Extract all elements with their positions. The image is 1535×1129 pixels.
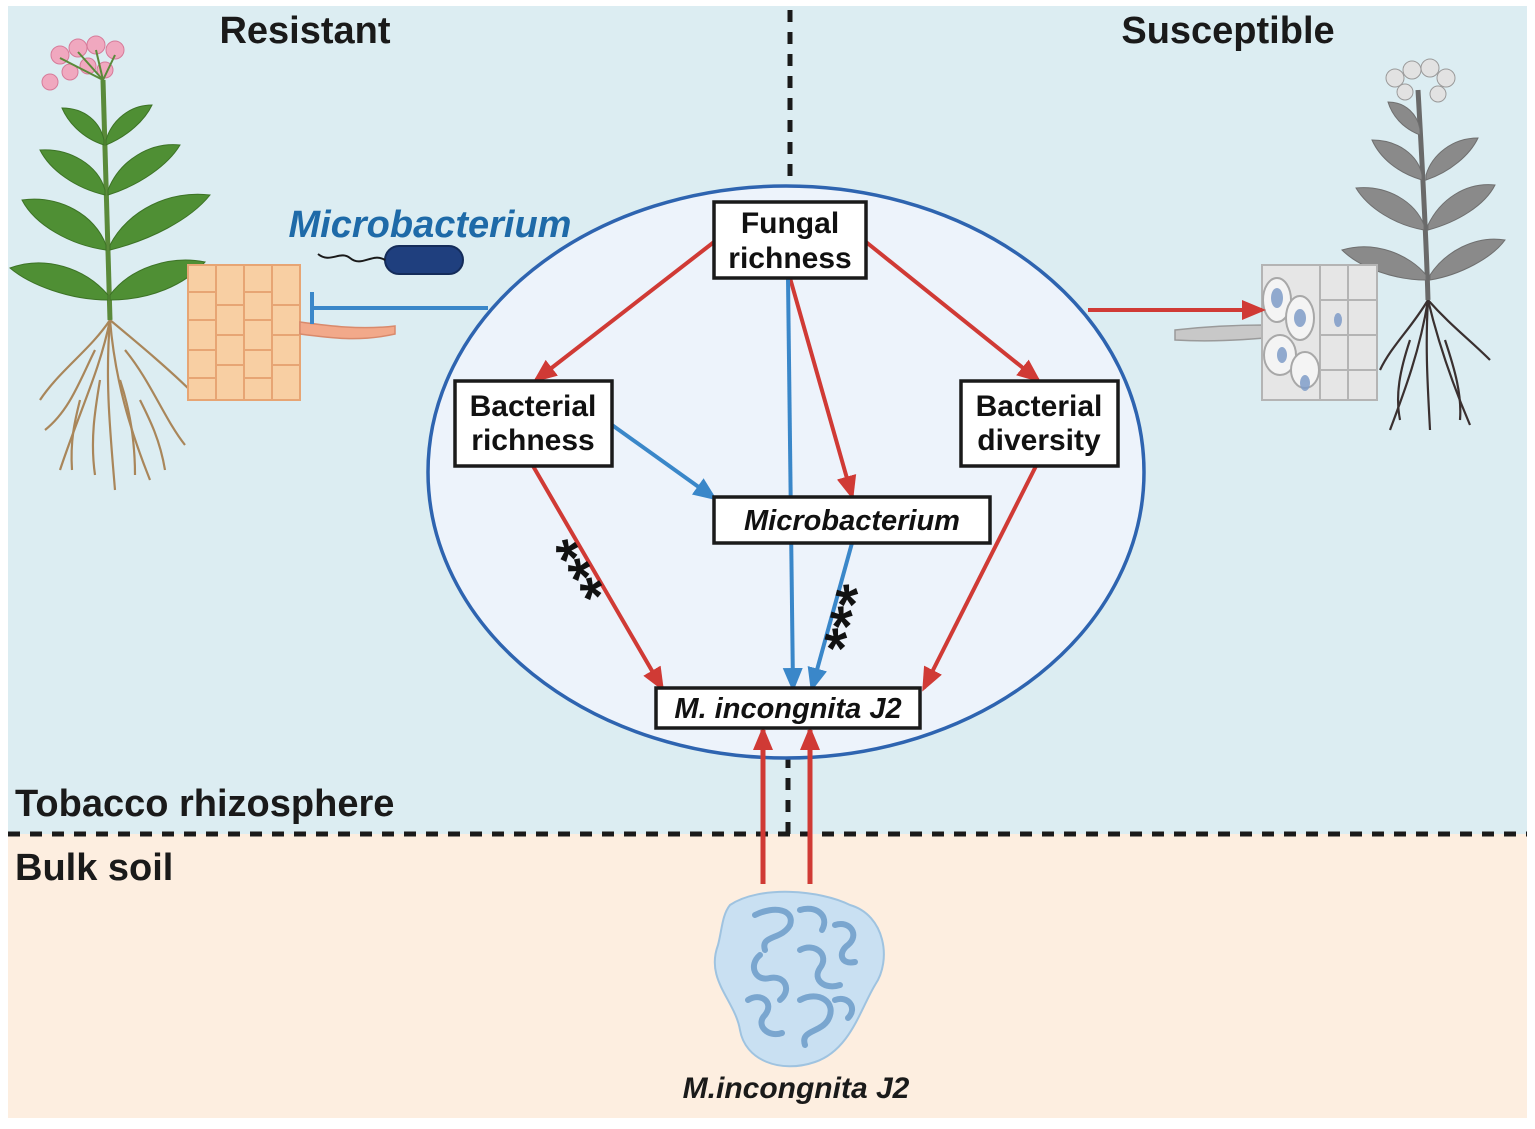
node-bact-div-line2: diversity <box>977 424 1101 457</box>
edge-fungal-to-target <box>782 277 803 692</box>
resistant-root-cells <box>187 264 396 401</box>
node-bacterial-richness: Bacterial richness <box>453 379 614 468</box>
node-target-label: M. incongnita J2 <box>674 693 901 725</box>
resistant-label: Resistant <box>219 10 390 52</box>
node-bact-div-line1: Bacterial <box>976 390 1103 423</box>
susceptible-label: Susceptible <box>1121 10 1334 52</box>
node-bacterial-diversity: Bacterial diversity <box>959 379 1120 468</box>
edge-microbacterium-to-target <box>807 542 854 692</box>
significance-right-text: *** <box>811 579 891 661</box>
nematode-cluster-illustration <box>713 890 885 1068</box>
node-bact-rich-line2: richness <box>471 424 594 457</box>
nematode-caption: M.incongnita J2 <box>683 1072 910 1105</box>
edge-fungal-to-bacterial-diversity <box>864 240 1042 383</box>
microbacterium-label: Microbacterium <box>289 204 572 246</box>
rhizosphere-label: Tobacco rhizosphere <box>15 783 394 825</box>
network-edges <box>531 240 1042 884</box>
node-fungal-line1: Fungal <box>741 207 839 240</box>
node-fungal-line2: richness <box>728 242 851 275</box>
edge-bacterial-diversity-to-target <box>922 465 1038 692</box>
node-bact-rich-line1: Bacterial <box>470 390 597 423</box>
node-microbacterium: Microbacterium <box>712 495 992 545</box>
susceptible-plant-illustration <box>1341 58 1506 431</box>
bacterium-icon <box>317 245 464 275</box>
significance-right: *** <box>811 579 891 661</box>
node-fungal-richness: Fungal richness <box>712 200 868 280</box>
susceptible-root-cells <box>1174 264 1378 401</box>
node-microbacterium-label: Microbacterium <box>744 505 960 537</box>
edge-bacterial-richness-to-microbacterium <box>610 423 718 501</box>
resistant-plant-illustration <box>9 35 211 491</box>
edge-bacterial-richness-to-target <box>531 464 665 692</box>
network-ellipse <box>426 184 1146 760</box>
node-target: M. incongnita J2 <box>654 686 922 730</box>
edge-fungal-to-bacterial-richness <box>532 240 716 383</box>
edge-fungal-to-microbacterium <box>788 277 857 500</box>
bulk-soil-label: Bulk soil <box>15 847 173 889</box>
